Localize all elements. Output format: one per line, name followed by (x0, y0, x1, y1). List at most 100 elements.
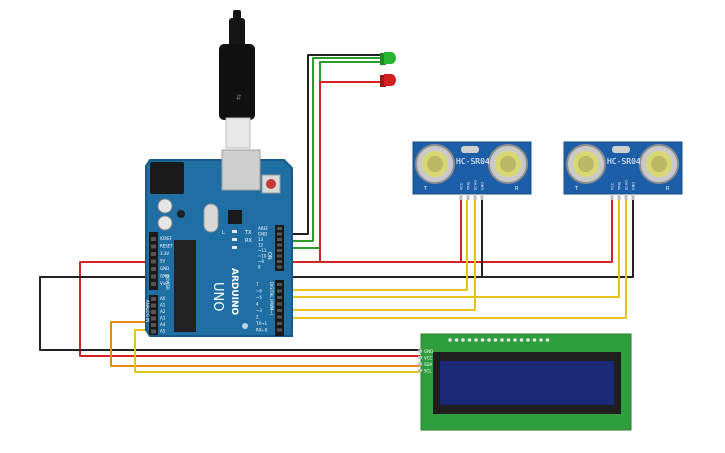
power-jack (150, 162, 184, 194)
digital-pin-label: 2 (256, 315, 259, 320)
reset-button[interactable] (266, 179, 276, 189)
digital-pin[interactable] (277, 254, 282, 258)
sensor-pin-label: GND (632, 182, 636, 190)
lcd-header-hole (448, 338, 452, 342)
analog-pin[interactable] (151, 329, 156, 334)
analog-section-label: ANALOG IN (145, 300, 150, 322)
tx-label: TX (244, 230, 252, 236)
svg-text:⇆: ⇆ (235, 94, 243, 100)
digital-pin[interactable] (277, 260, 282, 263)
digital-header-top (275, 225, 284, 271)
sensor-pin[interactable] (459, 194, 463, 200)
lcd-header-hole (493, 338, 498, 342)
analog-pin[interactable] (151, 303, 156, 308)
power-pin[interactable] (151, 244, 156, 249)
lcd-header-hole (519, 338, 524, 342)
digital-pin[interactable] (277, 238, 282, 241)
lcd-screen (440, 361, 614, 405)
lcd-header-hole (532, 338, 537, 342)
power-pin-label: IOREF (160, 236, 173, 241)
wire-trig-right (281, 200, 620, 298)
power-pin[interactable] (151, 237, 156, 241)
analog-pin-label: A3 (160, 316, 166, 321)
l-label: L (222, 230, 225, 236)
sensor-pin[interactable] (480, 194, 484, 200)
sensor-pin[interactable] (610, 194, 614, 200)
digital-pin[interactable] (277, 232, 282, 236)
digital-pin-label: 4 (256, 302, 259, 307)
digital-pin[interactable] (277, 322, 282, 325)
power-pin-label: RESET (160, 244, 173, 249)
sensor-left-model: HC-SR04 (456, 157, 490, 166)
power-pin-label: GND (160, 266, 169, 271)
lcd-pin[interactable] (418, 349, 422, 353)
lcd-header-hole (467, 338, 472, 342)
power-pin[interactable] (151, 282, 156, 286)
wire-echo-left (281, 200, 476, 311)
wire-led-green-cathode (281, 61, 380, 249)
digital-pin[interactable] (277, 265, 282, 269)
sensor-pin-label: ECHO (625, 180, 629, 190)
on-label: ON (266, 252, 272, 260)
power-pin[interactable] (151, 252, 156, 256)
sensor-pin[interactable] (624, 194, 628, 200)
analog-pin[interactable] (151, 323, 156, 327)
sensor-pin[interactable] (473, 194, 477, 200)
wire-sda (110, 321, 420, 367)
sensor-pin-label: TRIG (618, 181, 622, 191)
digital-pin-label: ~3 (256, 308, 262, 313)
lcd-pin[interactable] (418, 369, 422, 372)
power-pin[interactable] (151, 274, 156, 279)
usb-plug-metal (225, 117, 251, 149)
lcd-header-hole (526, 338, 530, 342)
lcd-pin[interactable] (418, 356, 422, 359)
digital-pin[interactable] (277, 315, 282, 319)
wire-trig-left (281, 200, 468, 291)
digital-pin[interactable] (277, 328, 282, 332)
power-pin[interactable] (151, 267, 156, 271)
digital-pin[interactable] (277, 296, 282, 299)
digital-pin[interactable] (277, 249, 282, 252)
sensor-pin[interactable] (466, 194, 470, 200)
usb-cable: ⇆ (219, 10, 255, 149)
digital-pin-label: ~10 (258, 254, 267, 259)
lcd-header-hole (487, 338, 491, 342)
sensor-pin[interactable] (617, 194, 621, 200)
digital-pin[interactable] (277, 309, 282, 312)
analog-pin[interactable] (151, 297, 156, 301)
power-pin[interactable] (151, 259, 156, 264)
lcd-header-hole (454, 338, 459, 342)
digital-pin[interactable] (277, 227, 282, 230)
led-green[interactable] (380, 52, 396, 65)
wire-led-gnd (281, 54, 380, 235)
digital-pin-label: 8 (258, 265, 261, 270)
analog-pin[interactable] (151, 316, 156, 321)
digital-pin[interactable] (277, 243, 282, 247)
digital-pin[interactable] (277, 302, 282, 306)
digital-pin-label: ~11 (258, 248, 267, 253)
sensor-right-r-mark: R (666, 186, 670, 192)
analog-pin[interactable] (151, 310, 156, 314)
led-red[interactable] (380, 74, 396, 87)
digital-pin[interactable] (277, 289, 282, 293)
digital-section-label: DIGITAL (PWM~) (269, 282, 274, 316)
usb-chip (228, 210, 242, 224)
led-green-body (384, 52, 396, 64)
atmega-chip (174, 240, 196, 332)
lcd-header-hole (461, 338, 465, 342)
lcd-header-hole (480, 338, 485, 342)
sensor-pin[interactable] (631, 194, 635, 200)
arduino-uno[interactable]: TX RX L ARDUINO UNO ON IOREFRESET3.3V5VG… (145, 149, 293, 337)
lcd-pin[interactable] (418, 362, 422, 366)
digital-pin-label: ~5 (256, 295, 262, 300)
sensor-left-t-mark: T (423, 186, 428, 192)
digital-pin[interactable] (277, 283, 282, 286)
